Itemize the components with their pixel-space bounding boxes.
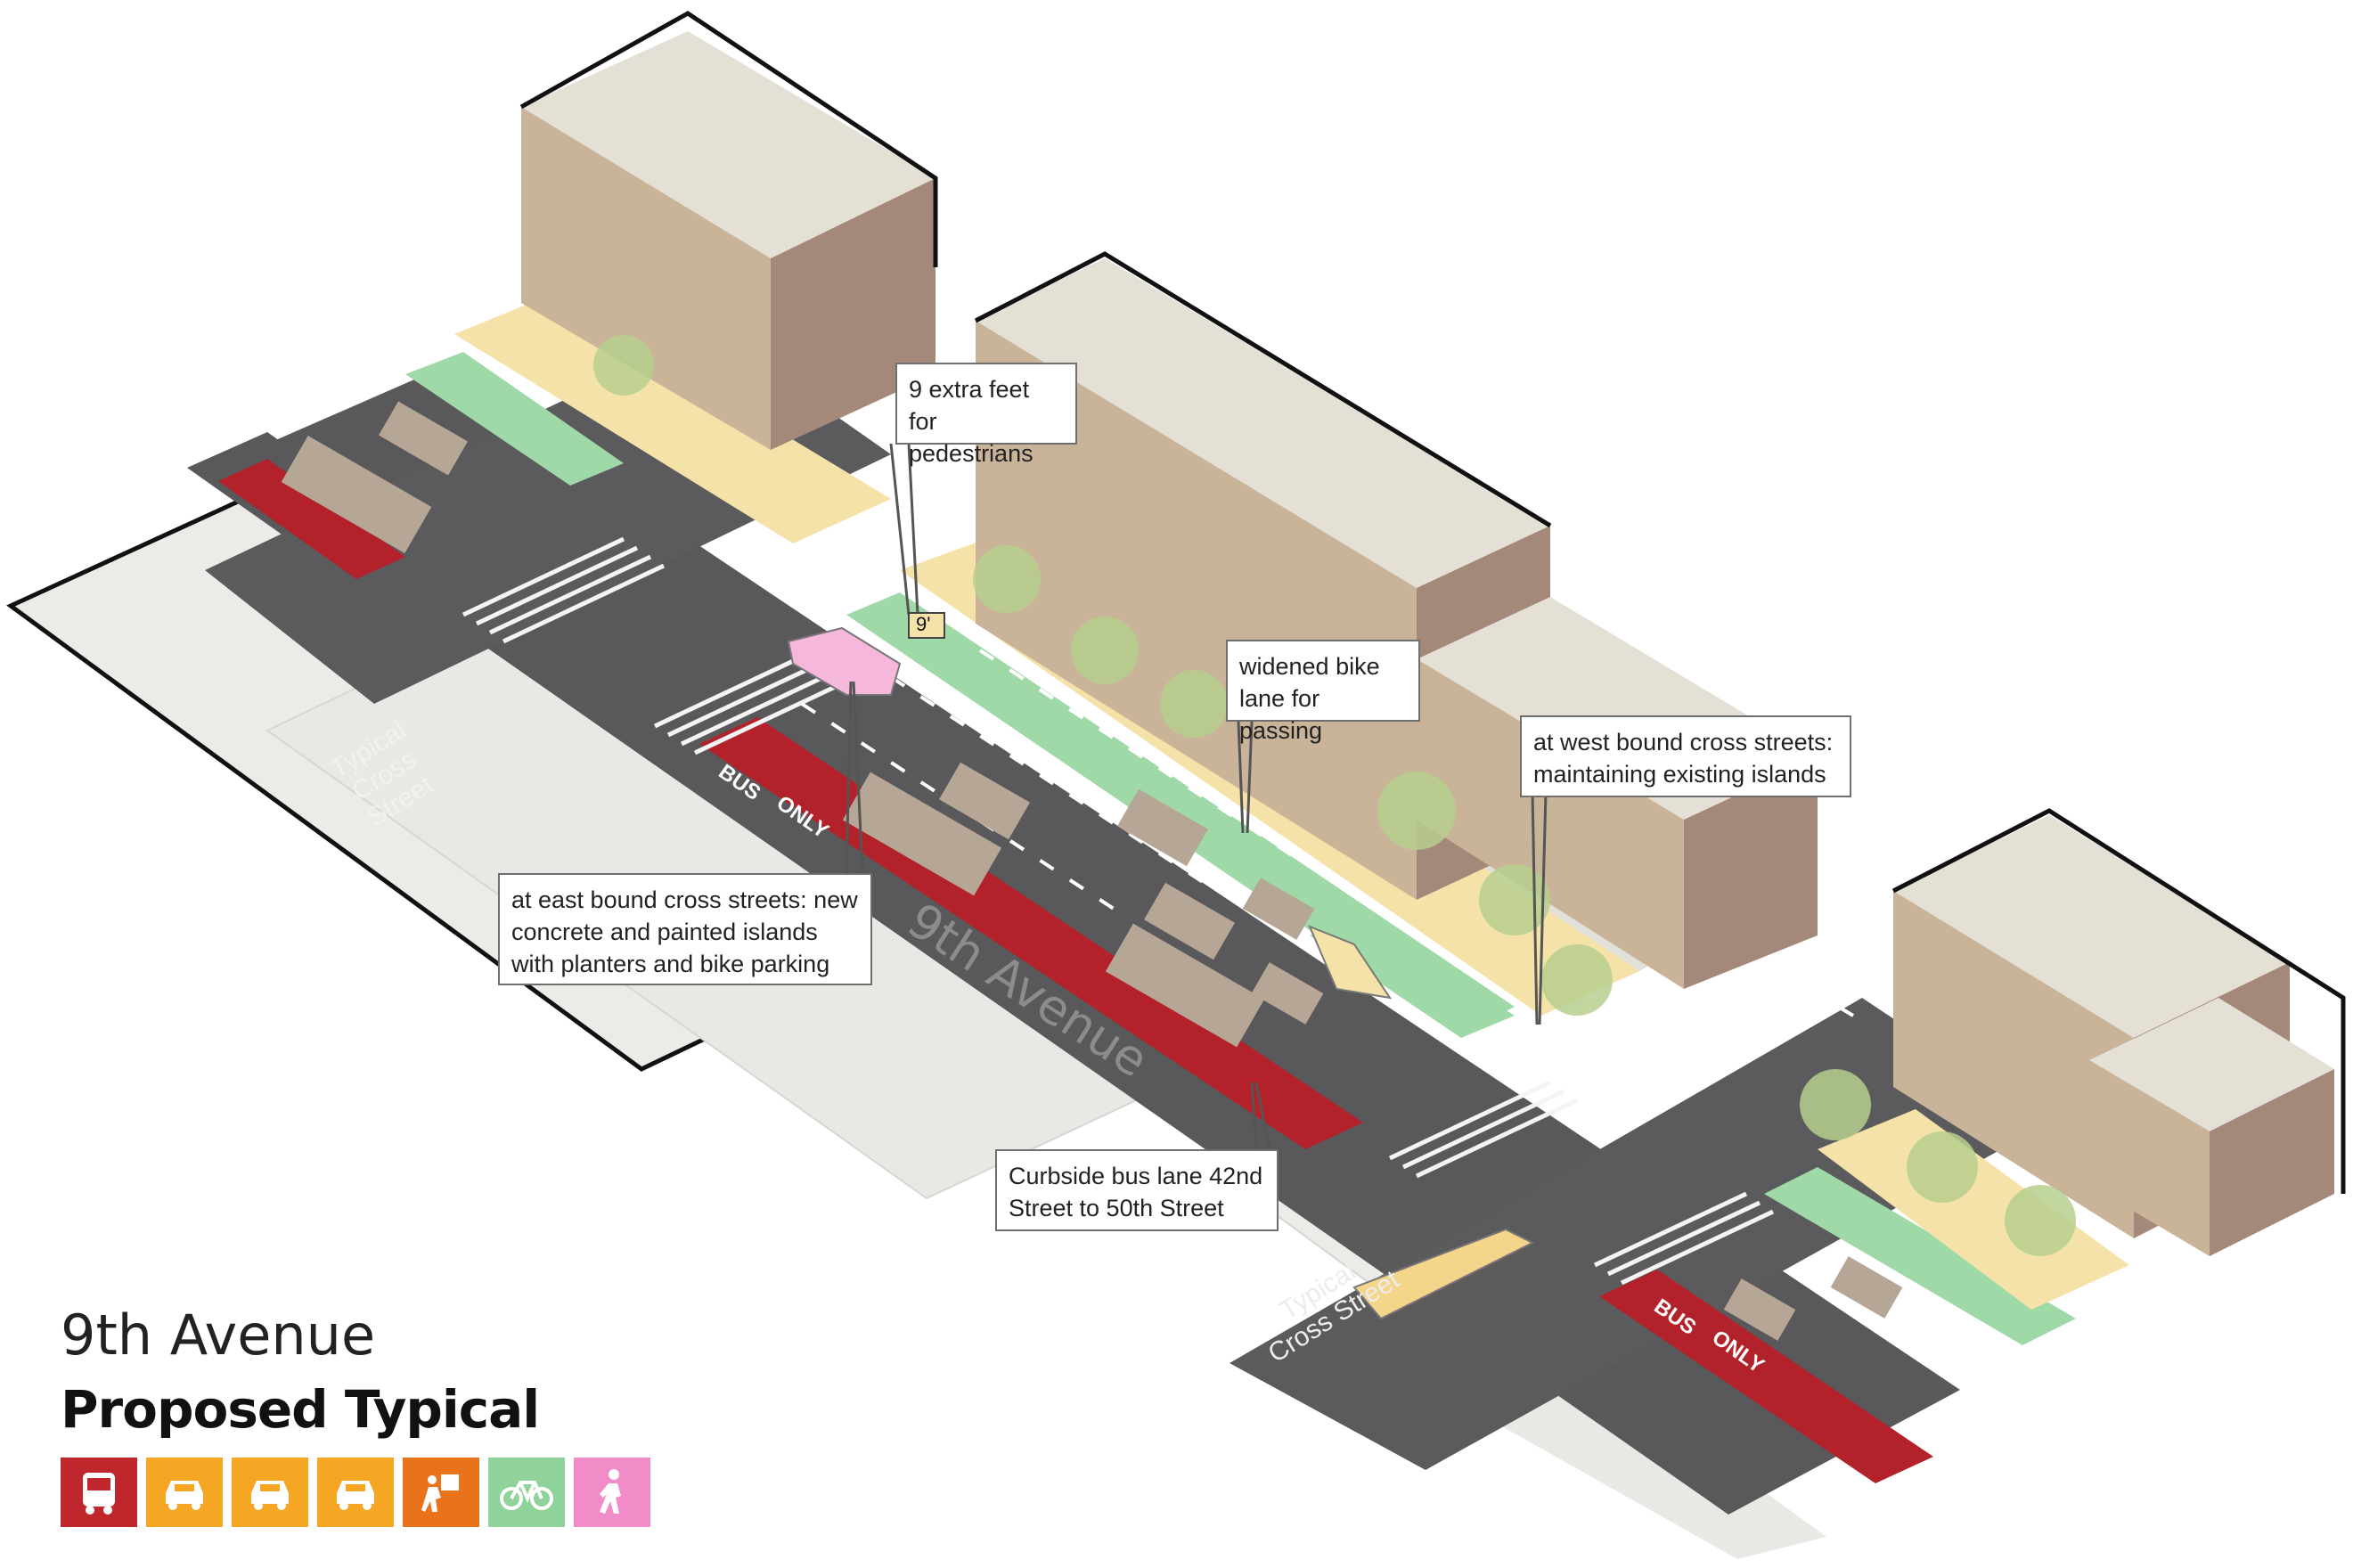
vehicles [281, 401, 1903, 1341]
mode-legend [61, 1458, 650, 1527]
dimension-label: 9' [916, 613, 931, 635]
callout-bike-lane: widened bike lane for passing [1226, 640, 1420, 744]
car-icon [232, 1458, 308, 1527]
dimension-marker [908, 612, 945, 639]
bus-icon [61, 1458, 137, 1527]
lot-outline [519, 11, 2346, 1194]
car-icon [317, 1458, 394, 1527]
bike-lane [405, 352, 2076, 1345]
crosswalks [462, 536, 1775, 1286]
trees [593, 335, 2076, 1256]
diagram-title: 9th Avenue [61, 1303, 376, 1368]
buildings [521, 31, 2334, 1256]
car-icon [146, 1458, 223, 1527]
callout-east-bound: at east bound cross streets: new concret… [498, 873, 872, 985]
pedestrian-icon [574, 1458, 650, 1527]
callout-bus-lane: Curbside bus lane 42nd Street to 50th St… [995, 1149, 1279, 1231]
callout-leaders [845, 443, 1548, 1150]
callout-pedestrians: 9 extra feet for pedestrians [895, 363, 1077, 467]
callout-west-bound: at west bound cross streets: maintaining… [1520, 715, 1851, 797]
islands [787, 626, 1535, 1320]
delivery-icon [403, 1458, 479, 1527]
bicycle-icon [488, 1458, 565, 1527]
diagram-subtitle: Proposed Typical [61, 1379, 540, 1440]
